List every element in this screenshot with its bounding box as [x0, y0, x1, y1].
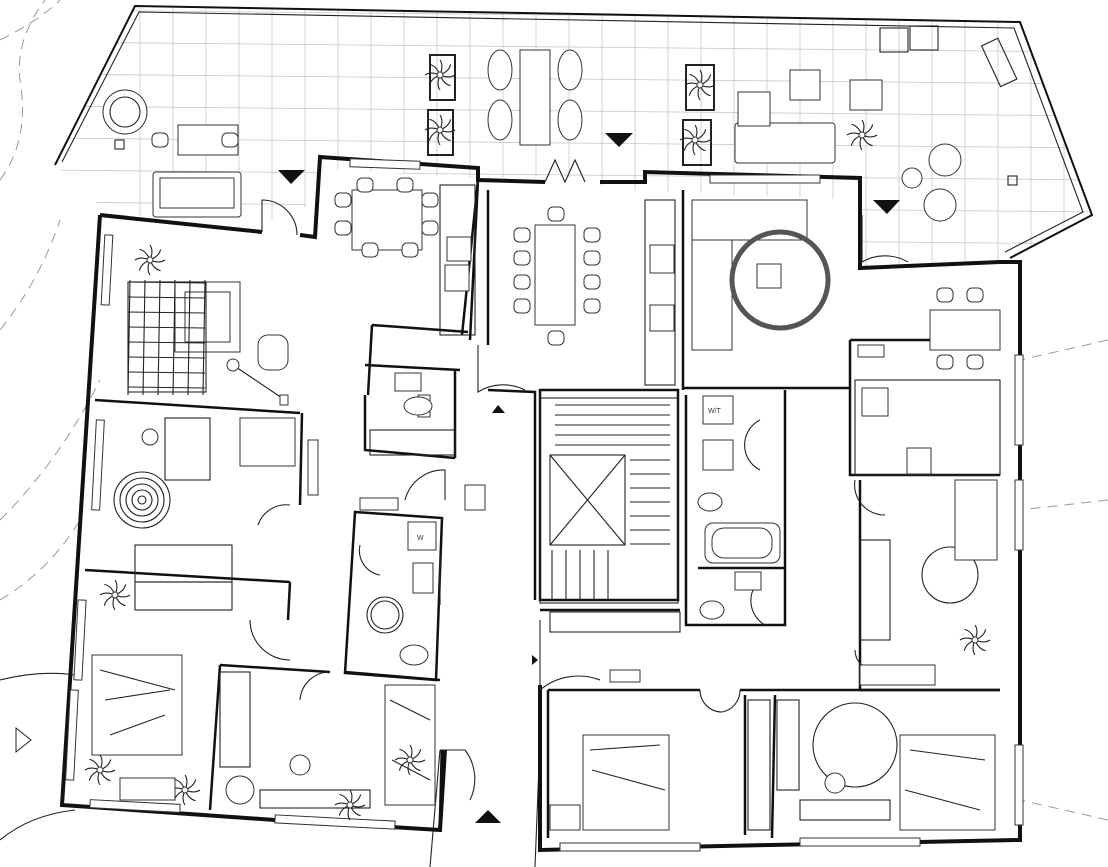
chair-icon [513, 250, 531, 266]
chair-icon [936, 354, 954, 370]
chair-icon [396, 177, 414, 193]
windows [65, 158, 1024, 852]
wardrobe-label: W/T [708, 408, 722, 415]
plant-icon [424, 114, 456, 146]
chair-icon [583, 227, 601, 243]
entry-arrow-icon [278, 170, 305, 184]
chair-icon [151, 132, 169, 148]
chair-icon [966, 287, 984, 303]
chair-icon [356, 177, 374, 193]
chair-icon [547, 330, 565, 346]
plant-icon [679, 124, 711, 156]
entry-arrow-icon [15, 726, 32, 754]
plant-icon [84, 59, 991, 821]
planters [427, 25, 1018, 222]
toilet-icon [399, 394, 725, 666]
wardrobes [127, 281, 891, 831]
chair-icon [361, 242, 379, 258]
chair-icon [513, 274, 531, 290]
chair-icon [583, 250, 601, 266]
chair-icon [513, 298, 531, 314]
plant-icon [959, 624, 991, 656]
stair-icon [539, 397, 679, 604]
bathtub-icon [704, 522, 781, 564]
entry-arrow-icon [605, 133, 633, 147]
plant-icon [334, 789, 366, 821]
chair-icon [936, 287, 954, 303]
chair-icon [421, 192, 439, 208]
sofa-icon [152, 79, 883, 351]
entry-arrow-icon [15, 133, 1018, 823]
plant-icon [84, 754, 116, 786]
chair-icon [221, 132, 239, 148]
chair-icon [583, 298, 601, 314]
chair-icon [401, 242, 419, 258]
rug-icon [102, 89, 979, 788]
table-icon [177, 49, 1001, 351]
plant-icon [134, 244, 166, 276]
chair-icon [334, 220, 352, 236]
misc-items [119, 334, 936, 831]
entry-arrow-icon [532, 655, 538, 665]
chair-icon [513, 227, 531, 243]
bed-icon [91, 417, 998, 831]
stove-icon [439, 184, 1001, 476]
entry-arrow-icon [492, 405, 505, 413]
doors [249, 158, 909, 801]
plant-icon [394, 744, 426, 776]
plant-icon [99, 579, 131, 611]
plant-icon [684, 69, 716, 101]
entry-arrow-icon [873, 200, 900, 214]
chair-icon [966, 354, 984, 370]
shower [366, 596, 404, 634]
plant-icon [846, 119, 878, 151]
chair-icon [421, 220, 439, 236]
terrace-outline [54, 4, 1094, 259]
plant-icon [424, 59, 456, 91]
chair-icon [547, 206, 565, 222]
washer-label: W [417, 535, 424, 542]
washer: W W/T [407, 395, 734, 551]
sink-icon [394, 264, 932, 594]
entry-arrow-icon [475, 810, 501, 823]
chair-icon [583, 274, 601, 290]
chair-icon [334, 192, 352, 208]
